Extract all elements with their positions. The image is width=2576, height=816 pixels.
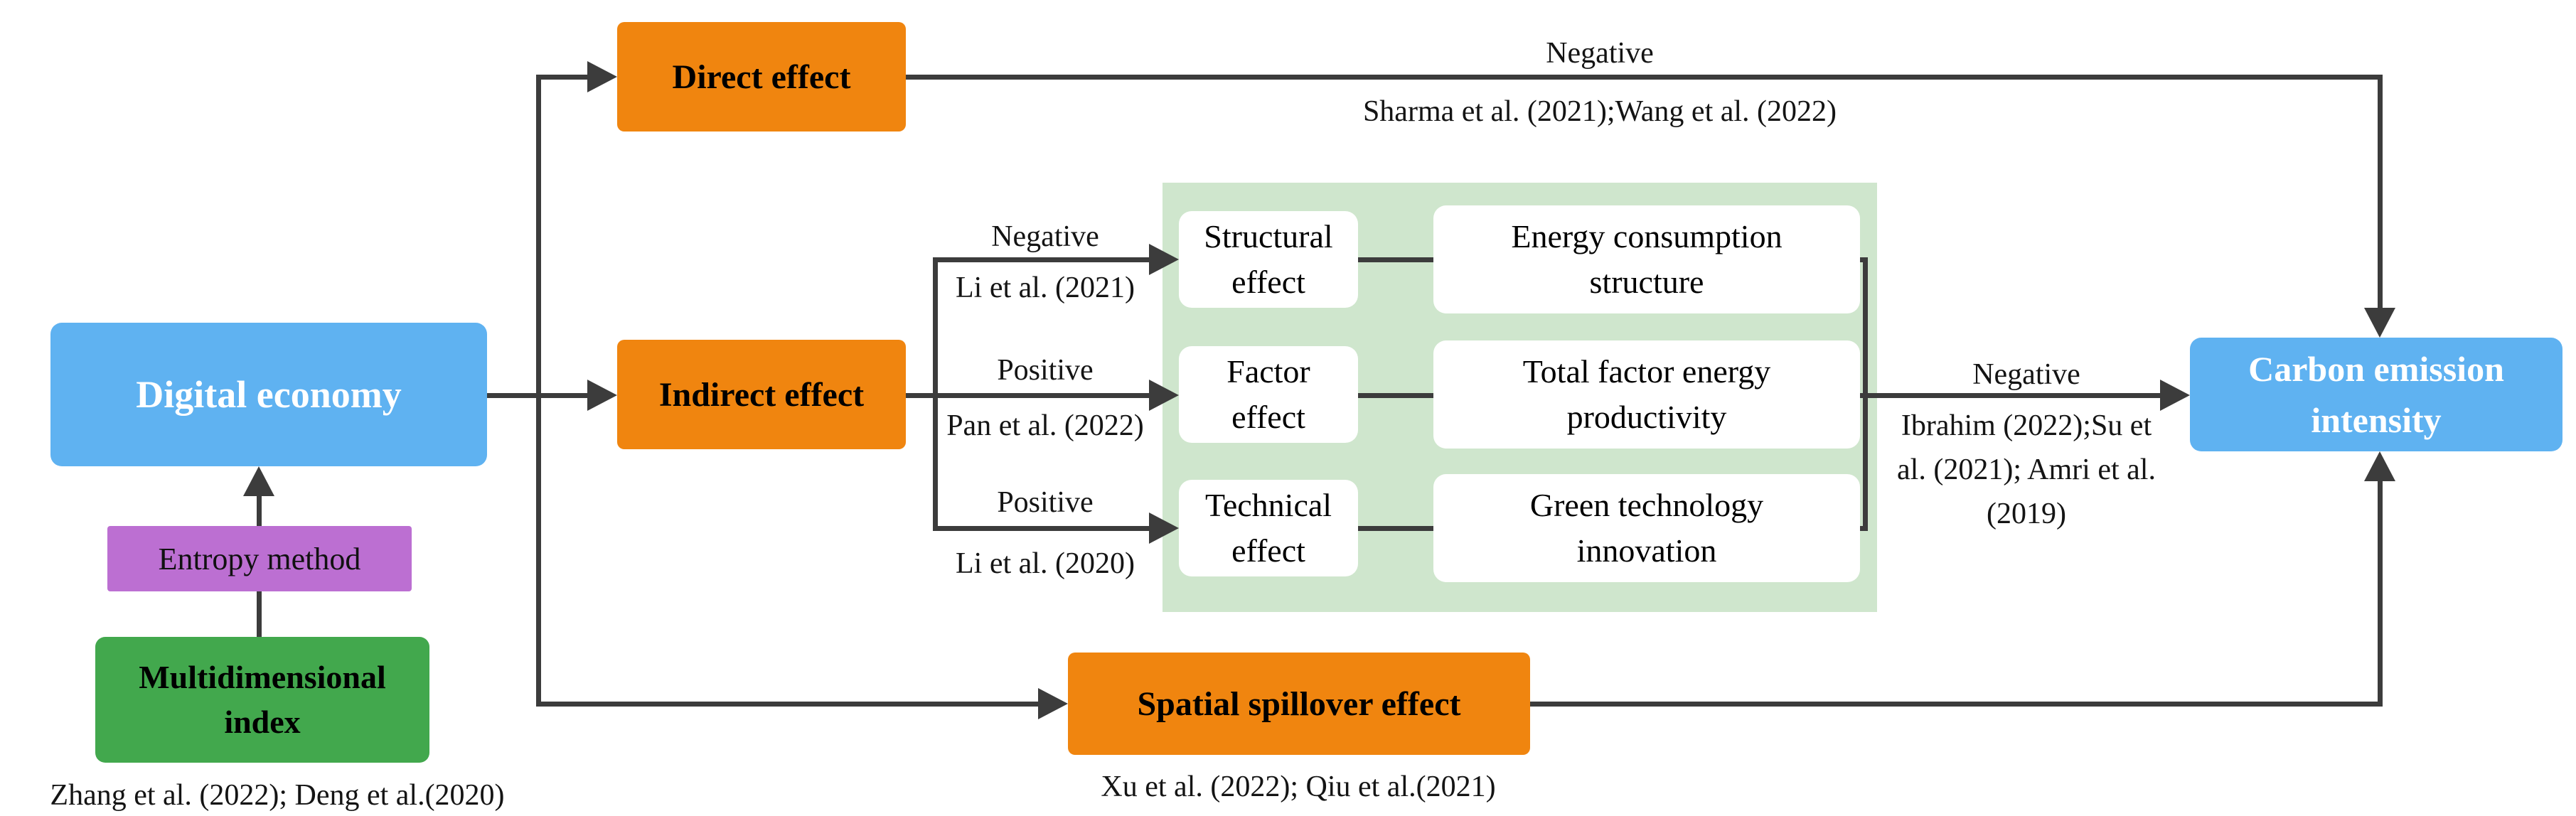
edge-factor-total [1358,393,1433,398]
edge-spatial-out [1530,702,2383,707]
node-technical-effect-line1: Technical [1204,486,1332,523]
caption-spatial-spillover-citation: Xu et al. (2022); Qiu et al.(2021) [1101,771,1496,803]
arrowhead-into-digital-bottom [243,466,274,496]
edge-to-direct [538,75,594,80]
label-mediation-citation-line2: al. (2021); Amri et al. [1897,453,2156,487]
edge-direct-vertical-drop [2378,75,2383,311]
edge-bracket-to-carbon [1868,393,2164,398]
arrowhead-into-indirect [587,380,617,411]
arrowhead-into-carbon-bottom [2364,451,2395,481]
edge-to-spatial [538,702,1041,707]
edge-spatial-vertical-rise [2378,480,2383,707]
arrowhead-into-spatial [1038,688,1068,719]
node-entropy-method-label: Entropy method [158,541,361,576]
node-factor-effect-line1: Factor [1226,353,1310,390]
node-factor-effect-line2: effect [1231,399,1305,435]
label-direct-sign: Negative [1546,37,1654,70]
label-direct-citation: Sharma et al. (2021);Wang et al. (2022) [1362,95,1837,128]
node-energy-consumption-structure: Energy consumption structure [1433,205,1860,313]
edge-direct-horizontal [906,75,2383,80]
arrowhead-into-carbon-top [2364,308,2395,338]
node-digital-economy: Digital economy [50,323,487,466]
label-technical-sign: Positive [997,486,1094,519]
node-total-factor-energy-productivity: Total factor energy productivity [1433,340,1860,449]
node-direct-effect: Direct effect [617,22,906,131]
node-carbon-emission-intensity-line1: Carbon emission [2248,348,2504,389]
bracket-vertical [1863,257,1868,531]
node-green-technology-innovation-line2: innovation [1576,532,1717,569]
arrowhead-into-carbon-left [2160,380,2190,411]
caption-multidimensional-index-citation: Zhang et al. (2022); Deng et al.(2020) [50,779,505,812]
node-structural-effect-line2: effect [1231,264,1305,300]
arrowhead-into-structural [1149,244,1179,275]
node-multidimensional-index-label: Multidimensional index [139,659,386,740]
edge-to-structural [935,257,1153,262]
label-mediation-citation-line1: Ibrahim (2022);Su et [1901,409,2152,442]
node-green-technology-innovation-line1: Green technology [1529,486,1764,523]
arrowhead-into-technical [1149,512,1179,544]
edge-to-technical [935,526,1153,531]
node-technical-effect: Technical effect [1179,480,1358,576]
node-entropy-method: Entropy method [107,526,412,591]
edge-trunk-vertical [536,75,541,707]
edge-digital-to-indirect [487,393,592,398]
edge-structural-energy [1358,257,1433,262]
arrowhead-into-factor [1149,380,1179,411]
arrowhead-into-direct [587,61,617,92]
node-total-factor-energy-productivity-line2: productivity [1566,399,1727,435]
label-mediation-sign: Negative [1972,358,2080,391]
label-mediation-citation: Ibrahim (2022);Su et al. (2021); Amri et… [1849,404,2204,536]
node-spatial-spillover-effect: Spatial spillover effect [1068,653,1530,755]
edge-entropy-to-digital [257,493,262,527]
node-structural-effect-line1: Structural [1204,218,1333,254]
edge-index-to-entropy [257,590,262,638]
edge-indirect-to-factor [906,393,1153,398]
label-structural-citation: Li et al. (2021) [956,272,1135,304]
node-green-technology-innovation: Green technology innovation [1433,474,1860,582]
label-factor-citation: Pan et al. (2022) [946,409,1144,442]
node-carbon-emission-intensity: Carbon emission intensity [2190,338,2562,451]
node-multidimensional-index: Multidimensional index [95,637,429,763]
node-carbon-emission-intensity-line2: intensity [2311,400,2442,440]
node-energy-consumption-structure-line1: Energy consumption [1511,218,1783,254]
label-structural-sign: Negative [991,220,1099,253]
node-structural-effect: Structural effect [1179,211,1358,308]
node-energy-consumption-structure-line2: structure [1589,264,1704,300]
node-direct-effect-label: Direct effect [672,58,851,96]
label-mediation-citation-line3: (2019) [1987,498,2066,531]
edge-technical-green [1358,526,1433,531]
node-indirect-effect-label: Indirect effect [658,375,865,414]
node-digital-economy-label: Digital economy [136,372,402,416]
node-total-factor-energy-productivity-line1: Total factor energy [1522,353,1771,390]
label-factor-sign: Positive [997,354,1094,387]
node-indirect-effect: Indirect effect [617,340,906,449]
edge-branch-vertical [933,257,938,531]
node-technical-effect-line2: effect [1231,532,1305,569]
label-technical-citation: Li et al. (2020) [956,547,1135,580]
node-spatial-spillover-effect-label: Spatial spillover effect [1137,685,1461,723]
node-factor-effect: Factor effect [1179,346,1358,443]
